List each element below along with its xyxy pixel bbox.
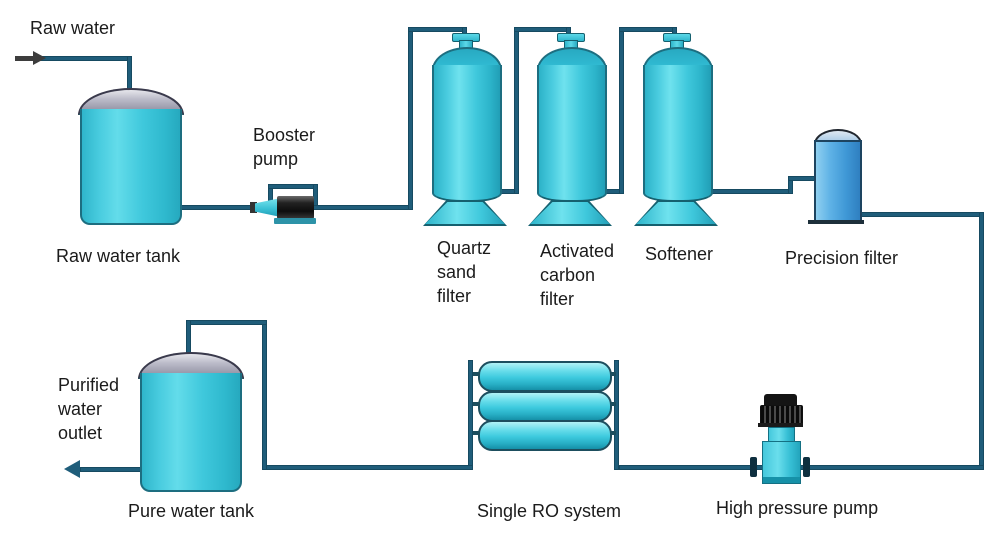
pipe-precision-outlet [854,212,984,217]
pipe-riser-1 [408,27,413,210]
pipe-booster-outlet-top [268,184,318,189]
pipe-jog-up [788,176,793,194]
hp-pump-flange-left [750,457,757,477]
pipe-riser-3 [619,27,624,194]
label-single-ro-system: Single RO system [477,501,622,521]
label-activated-carbon-filter: Activated carbon filter [540,241,615,309]
label-softener: Softener [645,244,714,264]
pipe-ro-right-manifold [614,360,619,470]
pipe-raw-inlet-horizontal [34,56,132,61]
quartz-filter-base [423,200,507,226]
label-pure-water-tank: Pure water tank [128,501,255,521]
ro-membrane-vessel-3 [478,420,612,451]
quartz-filter-body [432,65,502,202]
hp-pump-collar [758,423,803,427]
raw-water-inlet-line [15,56,37,61]
pipe-booster-outlet-up [268,184,273,204]
pipe-puretank-riser [262,320,267,470]
hp-pump-cap [764,394,797,405]
ro-membrane-vessel-2 [478,391,612,422]
ro-stub-left-3 [473,431,481,435]
pipe-bottom-right-run [619,465,984,470]
label-raw-water-tank: Raw water tank [56,246,181,266]
booster-pump-inlet-cone [255,198,279,217]
pipe-riser-2 [514,27,519,194]
softener-base [634,200,718,226]
hp-pump-flange-right [803,457,810,477]
purified-outlet-arrow-icon [64,460,80,478]
pipe-top-run-3 [619,27,677,32]
hp-pump-body [762,441,801,484]
pipe-purified-outlet [80,467,142,472]
ro-stub-left-1 [473,372,481,376]
pipe-softener-outlet [709,189,793,194]
raw-water-inlet-arrow-icon [33,51,46,65]
pipe-right-down-run [979,212,984,470]
label-purified-water-outlet: Purified water outlet [58,375,120,443]
booster-pump-motor [277,196,314,219]
pipe-filter2-outlet [602,189,624,194]
ro-stub-left-2 [473,402,481,406]
booster-pump-tip [250,202,257,213]
ro-membrane-vessel-1 [478,361,612,392]
label-booster-pump: Booster pump [253,125,316,169]
label-high-pressure-pump: High pressure pump [716,498,879,518]
pipe-filter1-outlet [496,189,519,194]
softener-body [643,65,713,202]
carbon-filter-body [537,65,607,202]
booster-pump-base [274,218,316,224]
pipe-main-to-riser [313,205,413,210]
label-quartz-sand-filter: Quartz sand filter [437,238,492,306]
label-precision-filter: Precision filter [785,248,899,268]
pipe-precision-inlet [788,176,818,181]
precision-filter-base [808,220,864,224]
pipe-puretank-drop [186,320,191,358]
pipe-booster-outlet-down [313,184,318,210]
pure-water-tank-body [140,373,242,492]
pipe-puretank-top-run [186,320,267,325]
label-raw-water: Raw water [30,18,116,38]
pipe-top-run-1 [408,27,467,32]
pipe-top-run-2 [514,27,571,32]
pipe-bottom-left-run [264,465,473,470]
pipe-raw-inlet-drop [127,56,132,94]
raw-water-tank-body [80,109,182,225]
pipe-tank-to-booster-pump [178,205,256,210]
pipe-ro-left-manifold [468,360,473,470]
precision-filter-body [814,140,862,224]
carbon-filter-base [528,200,612,226]
